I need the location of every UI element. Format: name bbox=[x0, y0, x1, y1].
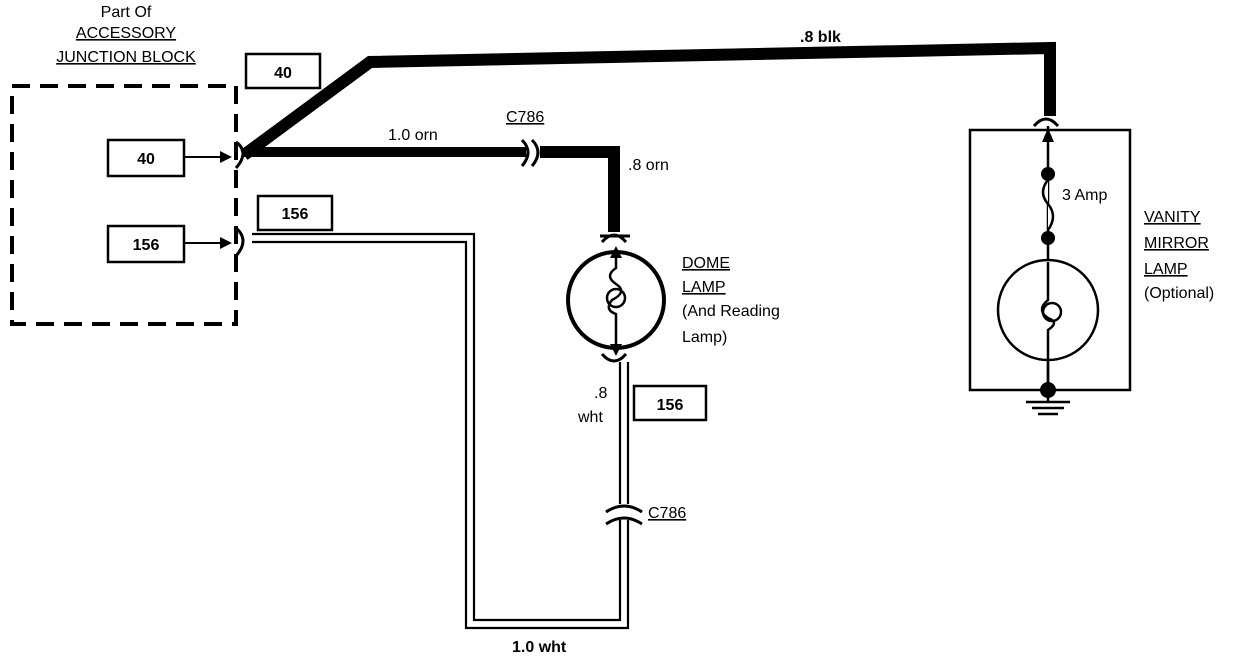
fuse-label: 3 Amp bbox=[1062, 187, 1107, 204]
wire-wht-inner bbox=[252, 240, 630, 630]
vanity-label-4: (Optional) bbox=[1144, 285, 1214, 302]
junction-block-outline bbox=[10, 84, 238, 326]
vanity-filament-coil bbox=[1041, 301, 1063, 323]
vanity-top-connector bbox=[1032, 117, 1060, 128]
connector-c786-top-left bbox=[520, 138, 530, 167]
ground-icon bbox=[1026, 392, 1070, 416]
vanity-label-2: MIRROR bbox=[1144, 235, 1209, 252]
dome-lamp-label-1: DOME bbox=[682, 255, 730, 272]
circuit-40-terminal-label: 40 bbox=[137, 151, 155, 168]
wire-wht-bottom-label: 1.0 wht bbox=[512, 639, 567, 656]
circuit-156-terminal-label: 156 bbox=[133, 237, 160, 254]
wire-blk-label: .8 blk bbox=[800, 29, 841, 46]
connector-c786-bottom-top bbox=[605, 504, 643, 514]
wire-wht-outer bbox=[252, 232, 622, 622]
dome-lamp-label-3: (And Reading bbox=[682, 303, 780, 320]
junction-block-title-1: Part Of bbox=[101, 4, 152, 21]
dome-lamp: DOME LAMP (And Reading Lamp) bbox=[566, 233, 780, 363]
circuit-box-156-top bbox=[256, 194, 334, 232]
wire-wht-dome-label-1: .8 bbox=[594, 385, 607, 402]
connector-c786-bottom-label: C786 bbox=[648, 505, 686, 522]
dome-bottom-connector bbox=[600, 352, 628, 363]
arrow-156-head bbox=[220, 237, 232, 249]
fuse-dot-top bbox=[1041, 167, 1055, 181]
junction-block-title-3: JUNCTION BLOCK bbox=[56, 49, 196, 66]
wire-wht-dome-label-2: wht bbox=[577, 409, 603, 426]
arrow-40-head bbox=[220, 151, 232, 163]
vanity-mirror-lamp: 3 Amp VANITY MIRROR LAMP (Optional) bbox=[968, 117, 1214, 416]
dome-filament bbox=[607, 250, 623, 350]
wire-orn-dome bbox=[540, 146, 620, 232]
wire-orn-main-label: 1.0 orn bbox=[388, 127, 438, 144]
circuit-40-top-label: 40 bbox=[274, 65, 292, 82]
fuse-3-amp bbox=[1041, 179, 1055, 231]
connector-c786-bottom-bot bbox=[605, 516, 643, 526]
dome-lamp-label-2: LAMP bbox=[682, 279, 726, 296]
vanity-filament bbox=[1040, 262, 1056, 386]
circuit-box-40-top bbox=[244, 52, 322, 90]
circuit-box-156-dome bbox=[632, 384, 708, 422]
wire-orn-dome-label: .8 orn bbox=[628, 157, 669, 174]
wire-blk bbox=[240, 41, 1056, 160]
fuse-dot-bottom bbox=[1041, 231, 1055, 245]
vanity-ground-dot bbox=[1040, 382, 1056, 398]
vanity-label-3: LAMP bbox=[1144, 261, 1188, 278]
junction-block-title-2: ACCESSORY bbox=[76, 25, 177, 42]
dome-filament-coil bbox=[605, 287, 627, 309]
vanity-label-1: VANITY bbox=[1144, 209, 1201, 226]
connector-c786-top-label: C786 bbox=[506, 109, 544, 126]
connector-156 bbox=[234, 226, 245, 257]
circuit-156-dome-label: 156 bbox=[657, 397, 684, 414]
connector-c786-top-right bbox=[530, 138, 540, 167]
circuit-box-40-terminal bbox=[106, 138, 186, 178]
dome-lamp-label-4: Lamp) bbox=[682, 329, 727, 346]
accessory-junction-block: Part Of ACCESSORY JUNCTION BLOCK 40 156 bbox=[10, 4, 245, 326]
circuit-156-top-label: 156 bbox=[282, 206, 309, 223]
